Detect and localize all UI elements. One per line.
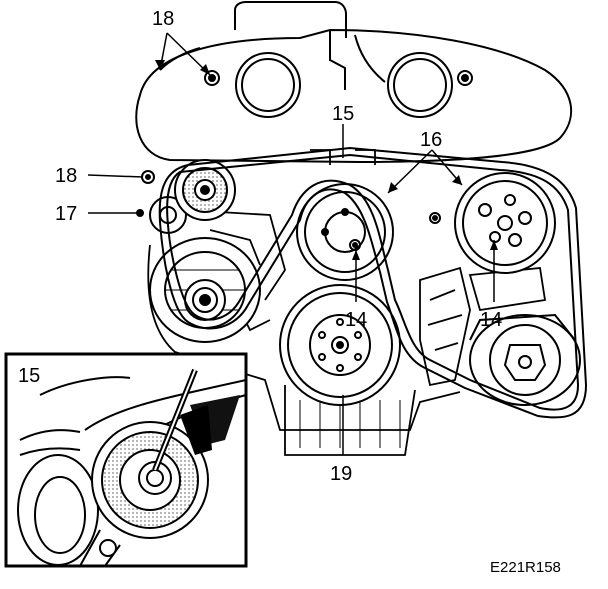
crankshaft-pulley	[279, 284, 401, 406]
label-18-top: 18	[152, 8, 174, 30]
alternator	[149, 237, 261, 343]
label-17: 17	[55, 203, 77, 225]
belt-tensioner	[174, 159, 236, 221]
label-15-top: 15	[332, 103, 354, 125]
label-14-center: 14	[345, 309, 367, 331]
label-19: 19	[330, 463, 352, 485]
callout-labels: 18 15 16 18 17 14 14 19 15 E221R158	[18, 8, 561, 576]
engine-block	[147, 149, 547, 456]
inset-detail	[4, 352, 248, 568]
figure-code: E221R158	[490, 559, 561, 576]
label-16: 16	[420, 129, 442, 151]
engine-cover	[135, 0, 573, 164]
label-15-inset: 15	[18, 365, 40, 387]
label-18-left: 18	[55, 165, 77, 187]
label-14-right: 14	[480, 309, 502, 331]
leader-arrowheads	[155, 60, 498, 260]
ac-compressor	[469, 313, 581, 406]
power-steering-pulley	[454, 172, 556, 274]
drive-belt	[158, 146, 588, 419]
